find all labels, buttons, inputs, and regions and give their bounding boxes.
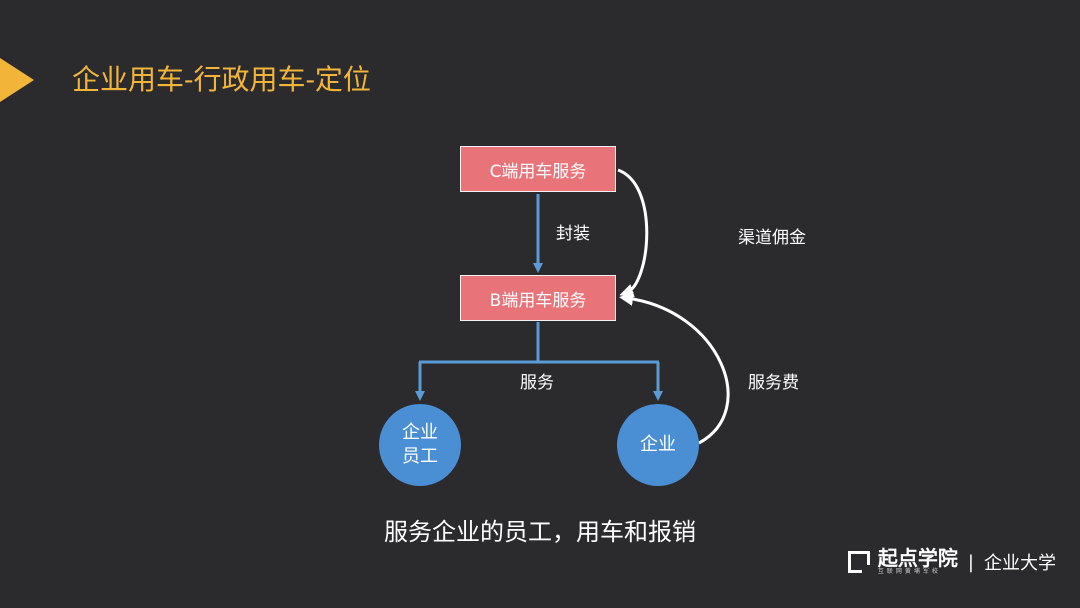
edge-wrap-label: 封装 (556, 224, 590, 244)
node-b-service-label: B端用车服务 (489, 290, 587, 311)
brand-name: 起点学院 (877, 546, 958, 570)
page-title: 企业用车-行政用车-定位 (72, 63, 371, 96)
edge-serve-label: 服务 (520, 373, 554, 393)
node-enterprise: 企业 (617, 404, 699, 486)
brand-separator: | (967, 551, 974, 573)
node-employee-line2: 员工 (402, 446, 438, 467)
brand-subtitle: 互联网黄埔军校 (877, 568, 941, 575)
node-b-service: B端用车服务 (460, 275, 616, 321)
diagram-caption: 服务企业的员工，用车和报销 (384, 518, 696, 546)
edge-service-fee-label: 服务费 (748, 373, 799, 393)
brand-logo-icon (847, 551, 870, 573)
node-enterprise-label: 企业 (640, 434, 676, 455)
node-employee-line1: 企业 (402, 422, 438, 443)
node-c-service-label: C端用车服务 (489, 161, 587, 182)
brand-footer: 起点学院 互联网黄埔军校 | 企业大学 (847, 548, 1056, 576)
edge-channel-commission-label: 渠道佣金 (738, 228, 806, 248)
node-employee: 企业 员工 (379, 404, 461, 486)
title-marker-triangle (0, 58, 34, 102)
brand-name-block: 起点学院 互联网黄埔军校 (878, 548, 958, 576)
brand-org: 企业大学 (984, 553, 1056, 574)
edge-channel-commission-curve (617, 168, 649, 298)
edge-service-fee-curve (619, 291, 730, 445)
node-c-service: C端用车服务 (460, 146, 616, 192)
